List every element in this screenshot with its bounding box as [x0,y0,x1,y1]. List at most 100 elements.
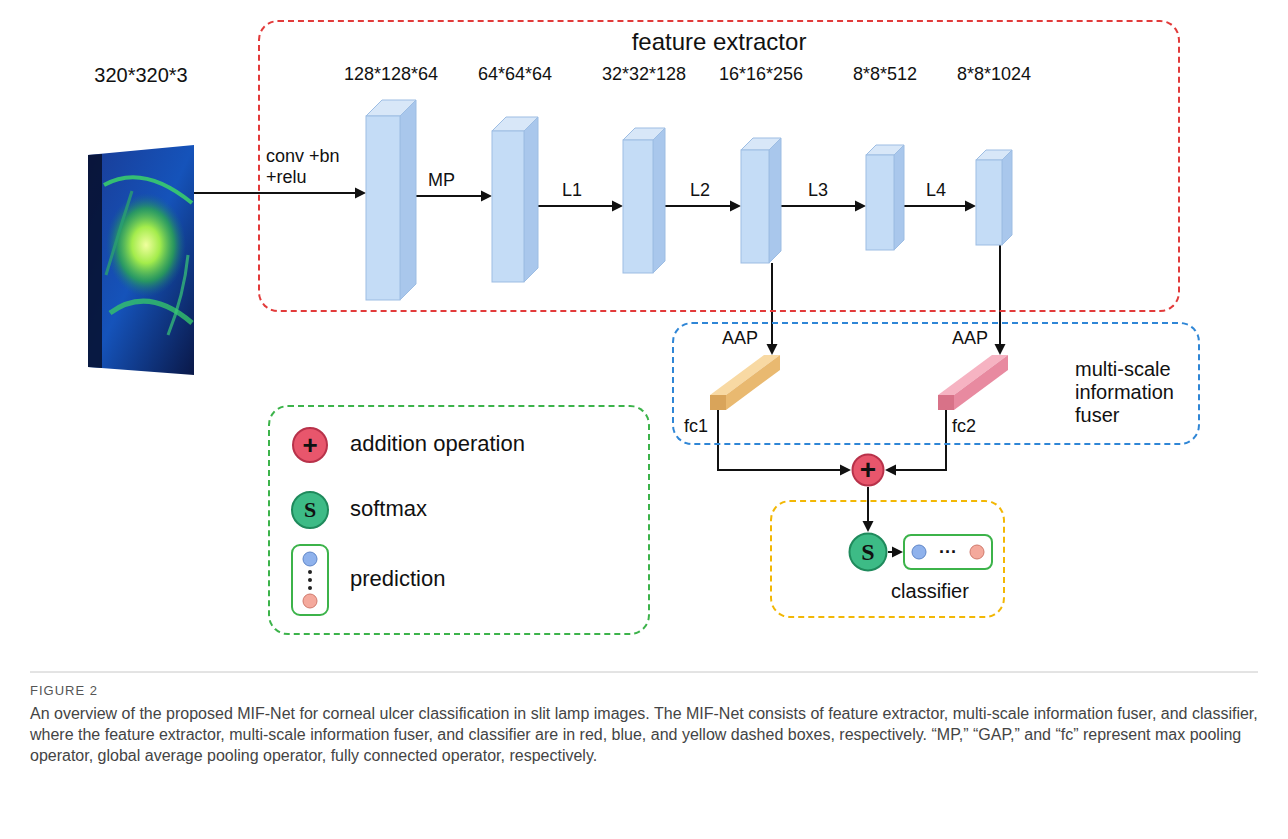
photo-stain-streak [168,255,188,335]
arrow-head [995,344,1006,355]
tensor-block [866,145,904,250]
connector-line [904,205,970,207]
feature-map: 8*8*512 [866,145,904,250]
block-front-face [623,140,653,273]
arrow-head [965,201,976,212]
feature-map: 64*64*64 [492,117,538,282]
legend-ellipsis-dot [308,570,312,574]
group-title: classifier [891,580,969,603]
prediction-dot-shape [912,545,926,559]
size-label: 320*320*3 [94,64,187,87]
bar-side-face [726,355,780,410]
connector [665,201,741,212]
operator-label: AAP [722,328,758,349]
connector-line [771,263,773,349]
photo-shadow [88,154,102,368]
connector-line [999,245,1001,349]
connector [718,410,851,476]
size-label: 32*32*128 [602,64,686,85]
arrow-head [863,521,874,532]
tensor-block [623,128,665,273]
connector [995,245,1006,355]
connector [904,201,976,212]
connector [767,263,778,355]
connector [885,410,946,476]
figure-caption: An overview of the proposed MIF-Net for … [30,703,1258,766]
size-label: 64*64*64 [478,64,552,85]
pooled-vector-bar [710,355,780,410]
prediction-dot [969,544,985,560]
block-side-face [400,100,416,300]
legend-symbol-text: S [292,492,328,528]
photo-stain-streak [104,177,192,203]
connector [781,201,866,212]
legend-prediction-symbol [292,545,328,615]
tensor-block [976,150,1012,245]
prediction-dot [911,544,927,560]
legend-addition-symbol [293,428,327,462]
feature-extractor-box: feature extractor128*128*6464*64*6432*32… [258,20,1180,312]
tensor-block [492,117,538,282]
connector-line [665,205,735,207]
caption-rule [30,672,1258,673]
bar-end-face [710,395,726,410]
arrow-head [481,191,492,202]
operator-label: L1 [562,180,582,201]
operator-label: L4 [926,180,946,201]
feature-map: 128*128*64 [366,100,416,300]
arrow-head [855,201,866,212]
arrow-head [767,344,778,355]
size-label: 8*8*1024 [957,64,1031,85]
tensor-block [741,138,781,263]
arrow-head [840,465,851,476]
block-front-face [976,160,1002,245]
connector-line [194,192,360,194]
block-side-face [894,145,904,250]
legend-ellipsis-dot [308,586,312,590]
pooled-vector: AAP [710,355,780,410]
pooled-vector-bar [938,355,1008,410]
bar-end-face [938,395,954,410]
legend-prediction-dot [303,594,317,608]
prediction-box: ··· [903,534,993,570]
legend-softmax-symbol [292,492,328,528]
arrow-head [892,547,903,558]
legend-symbol-text: + [293,428,327,462]
operator-label: L3 [808,180,828,201]
connector [194,188,366,199]
operator-label: fc2 [952,416,976,437]
block-front-face [492,131,524,282]
size-label: 8*8*512 [853,64,917,85]
connector-line [718,410,845,470]
ellipsis: ··· [939,543,957,561]
block-side-face [769,138,781,263]
operator-label: AAP [952,328,988,349]
size-label: 128*128*64 [344,64,438,85]
connector-line [867,487,869,526]
connector-line [538,205,617,207]
photo-stain [106,193,186,297]
block-side-face [1002,150,1012,245]
slit-lamp-photo [88,145,194,375]
bar-side-face [954,355,1008,410]
connector-line [781,205,860,207]
operator-label: fc1 [684,416,708,437]
legend-prediction-dot [303,552,317,566]
arrow-head [612,201,623,212]
operator-label: MP [428,170,455,191]
softmax-node: S [848,532,888,572]
legend-text: addition operation [350,431,525,457]
size-label: 16*16*256 [719,64,803,85]
operator-label: L2 [690,180,710,201]
legend-text: prediction [350,566,445,592]
block-side-face [524,117,538,282]
classifier-box: classifierS ··· [770,500,1005,618]
fuser-box: multi-scale information fuserAAPAAP [672,322,1200,445]
connector [538,201,623,212]
feature-map: 32*32*128 [623,128,665,273]
prediction-dot-shape [970,545,984,559]
input-image: 320*320*3 [88,145,194,375]
connector [416,191,492,202]
connector-line [416,195,486,197]
legend-ellipsis-dot [308,578,312,582]
